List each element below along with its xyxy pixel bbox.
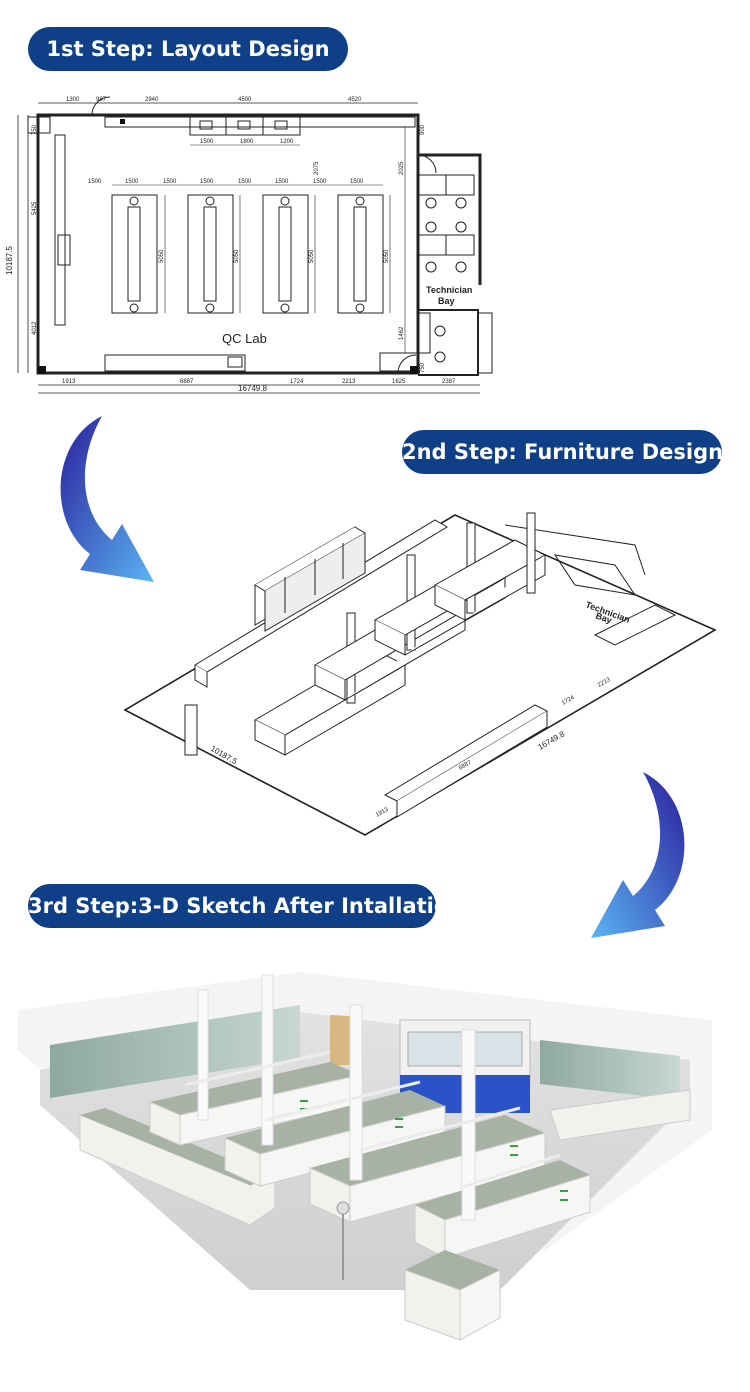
dim-top-4: 4520 <box>348 97 362 103</box>
dim-sp-7: 1500 <box>350 179 364 185</box>
front-counter-3d <box>404 1250 501 1341</box>
dim-bot-1: 6887 <box>180 379 194 385</box>
dim-bot-3: 2213 <box>342 379 356 385</box>
dim-bot-0: 1913 <box>62 379 76 385</box>
bay-label-2: Bay <box>438 296 455 306</box>
dim-sp-6: 1500 <box>313 179 327 185</box>
lab-3d-render <box>18 972 712 1341</box>
island-bench-2 <box>187 194 234 314</box>
iso-dim-b: 2213 <box>597 677 612 689</box>
curved-arrow-icon <box>591 772 685 938</box>
dim-len-3: 5050 <box>384 249 390 263</box>
dim-top-2: 2940 <box>145 97 159 103</box>
dim-top-3: 4500 <box>238 97 252 103</box>
bay-label-1: Technician <box>426 285 472 295</box>
room-label: QC Lab <box>222 331 267 346</box>
dim-len-0: 5050 <box>159 249 165 263</box>
dim-right-4: 750 <box>420 362 426 373</box>
dim-sp-1: 1500 <box>125 179 139 185</box>
step-2-label: 2nd Step: Furniture Design <box>402 430 723 474</box>
dim-sp-5: 1500 <box>275 179 289 185</box>
dim-left-2: 4012 <box>32 321 38 335</box>
step-3-label: 3rd Step:3-D Sketch After Intallation <box>28 884 463 928</box>
left-window <box>50 1005 300 1098</box>
dim-bot-5: 2387 <box>442 379 456 385</box>
island-bench-3 <box>262 194 309 314</box>
dim-len-2: 5050 <box>309 249 315 263</box>
dim-bot-2: 1724 <box>290 379 304 385</box>
iso-island-4 <box>433 512 547 621</box>
island-bench-4 <box>337 194 384 314</box>
dim-hood-2: 1200 <box>280 139 294 145</box>
door <box>330 1015 350 1065</box>
iso-dim-d: 1913 <box>375 807 390 819</box>
island-bench-3d-4 <box>414 1029 591 1259</box>
dim-right-3: 1462 <box>399 326 405 340</box>
total-depth-dim: 10187.5 <box>5 246 14 275</box>
iso-fume-hoods <box>254 526 366 632</box>
dim-sp-2: 1500 <box>163 179 177 185</box>
dim-sp-4: 1500 <box>238 179 252 185</box>
dim-right-1: 2025 <box>399 161 405 175</box>
isometric-furniture-drawing: Technician Bay 16749.8 10187.5 1724 2213… <box>123 512 717 836</box>
island-bench-3d-3 <box>309 1004 546 1223</box>
dim-top-1: 987 <box>96 97 107 103</box>
dim-right-0: 900 <box>420 124 426 135</box>
floor-plan-drawing: QC Lab Technician Bay 16749.8 10187.5 13… <box>5 96 493 394</box>
dim-len-1: 5050 <box>234 249 240 263</box>
curved-arrow-icon <box>60 416 154 582</box>
dim-top-0: 1300 <box>66 97 80 103</box>
right-window <box>540 1040 680 1100</box>
total-width-dim: 16749.8 <box>238 384 267 393</box>
island-bench-1 <box>111 194 158 314</box>
dim-right-2: 2075 <box>314 161 320 175</box>
dim-left-0: 750 <box>32 124 38 135</box>
dim-hood-0: 1500 <box>200 139 214 145</box>
dim-left-1: 5425 <box>32 201 38 215</box>
step-1-label: 1st Step: Layout Design <box>28 27 348 71</box>
dim-sp-0: 1500 <box>88 179 102 185</box>
dim-bot-4: 1625 <box>392 379 406 385</box>
iso-dim-a: 1724 <box>561 695 576 707</box>
dim-sp-3: 1500 <box>200 179 214 185</box>
dim-hood-1: 1800 <box>240 139 254 145</box>
